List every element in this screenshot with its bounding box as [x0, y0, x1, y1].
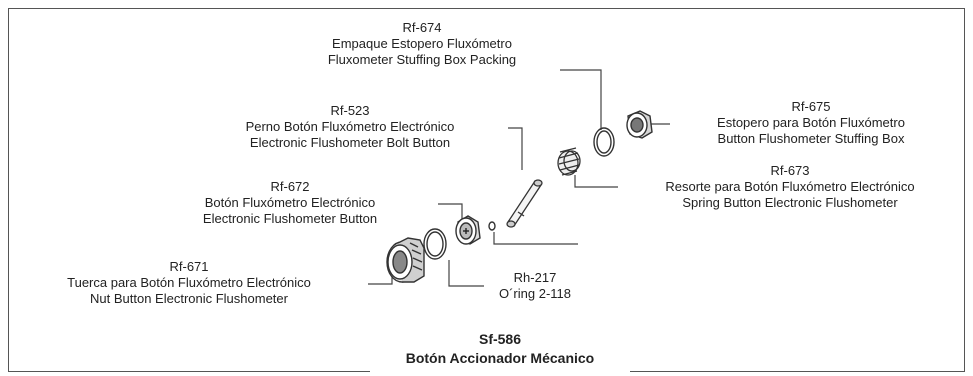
leader-rf-523	[508, 127, 523, 170]
part-rf-671-nut	[386, 237, 425, 283]
part-name-es: Empaque Estopero Fluxómetro	[332, 36, 512, 51]
part-name-en: Button Flushometer Stuffing Box	[717, 131, 905, 146]
leader-rf-673	[574, 175, 618, 188]
part-rh-217-oring	[423, 228, 447, 260]
part-name-es: O´ring 2-118	[498, 286, 571, 301]
part-name-en: Electronic Flushometer Button	[202, 211, 378, 226]
leader-rf-674	[560, 69, 602, 130]
leader-rf-672	[438, 203, 463, 222]
part-name-en: Nut Button Electronic Flushometer	[90, 291, 288, 306]
label-rf-672: Rf-672 Botón Fluxómetro Electrónico Elec…	[150, 179, 430, 227]
label-rh-217: Rh-217 O´ring 2-118	[470, 270, 600, 302]
part-rf-672-button	[455, 215, 481, 245]
part-code: Rf-673	[770, 163, 810, 178]
label-rf-523: Rf-523 Perno Botón Fluxómetro Electrónic…	[200, 103, 500, 151]
part-name-es: Botón Fluxómetro Electrónico	[204, 195, 376, 210]
part-rf-674-packing	[593, 127, 615, 157]
part-code: Rh-217	[513, 270, 557, 285]
part-name-es: Estopero para Botón Fluxómetro	[717, 115, 905, 130]
part-code: Rf-674	[402, 20, 442, 35]
part-code: Rf-675	[791, 99, 831, 114]
part-rf-673-spring	[557, 147, 581, 176]
label-rf-675: Rf-675 Estopero para Botón Fluxómetro Bu…	[676, 99, 946, 147]
part-code: Rf-671	[169, 259, 209, 274]
label-rf-671: Rf-671 Tuerca para Botón Fluxómetro Elec…	[14, 259, 364, 307]
part-rf-675-stuffing-box	[626, 110, 653, 139]
label-rf-674: Rf-674 Empaque Estopero Fluxómetro Fluxo…	[292, 20, 552, 68]
leader-oring-small	[493, 232, 578, 245]
part-name-en: Fluxometer Stuffing Box Packing	[327, 52, 517, 67]
part-name-es: Tuerca para Botón Fluxómetro Electrónico	[67, 275, 311, 290]
part-small-oring	[488, 221, 496, 231]
leader-rh-217	[448, 260, 484, 287]
part-rf-523-bolt	[506, 179, 543, 228]
part-code: Rf-672	[270, 179, 310, 194]
title-backdrop	[370, 341, 630, 374]
label-rf-673: Rf-673 Resorte para Botón Fluxómetro Ele…	[620, 163, 960, 211]
assembly-code: Sf-586	[478, 331, 522, 347]
part-code: Rf-523	[330, 103, 370, 118]
part-name-es: Resorte para Botón Fluxómetro Electrónic…	[665, 179, 915, 194]
part-name-en: Spring Button Electronic Flushometer	[682, 195, 898, 210]
part-name-es: Perno Botón Fluxómetro Electrónico	[245, 119, 455, 134]
part-name-en: Electronic Flushometer Bolt Button	[249, 135, 451, 150]
assembly-name: Botón Accionador Mécanico	[405, 350, 595, 366]
